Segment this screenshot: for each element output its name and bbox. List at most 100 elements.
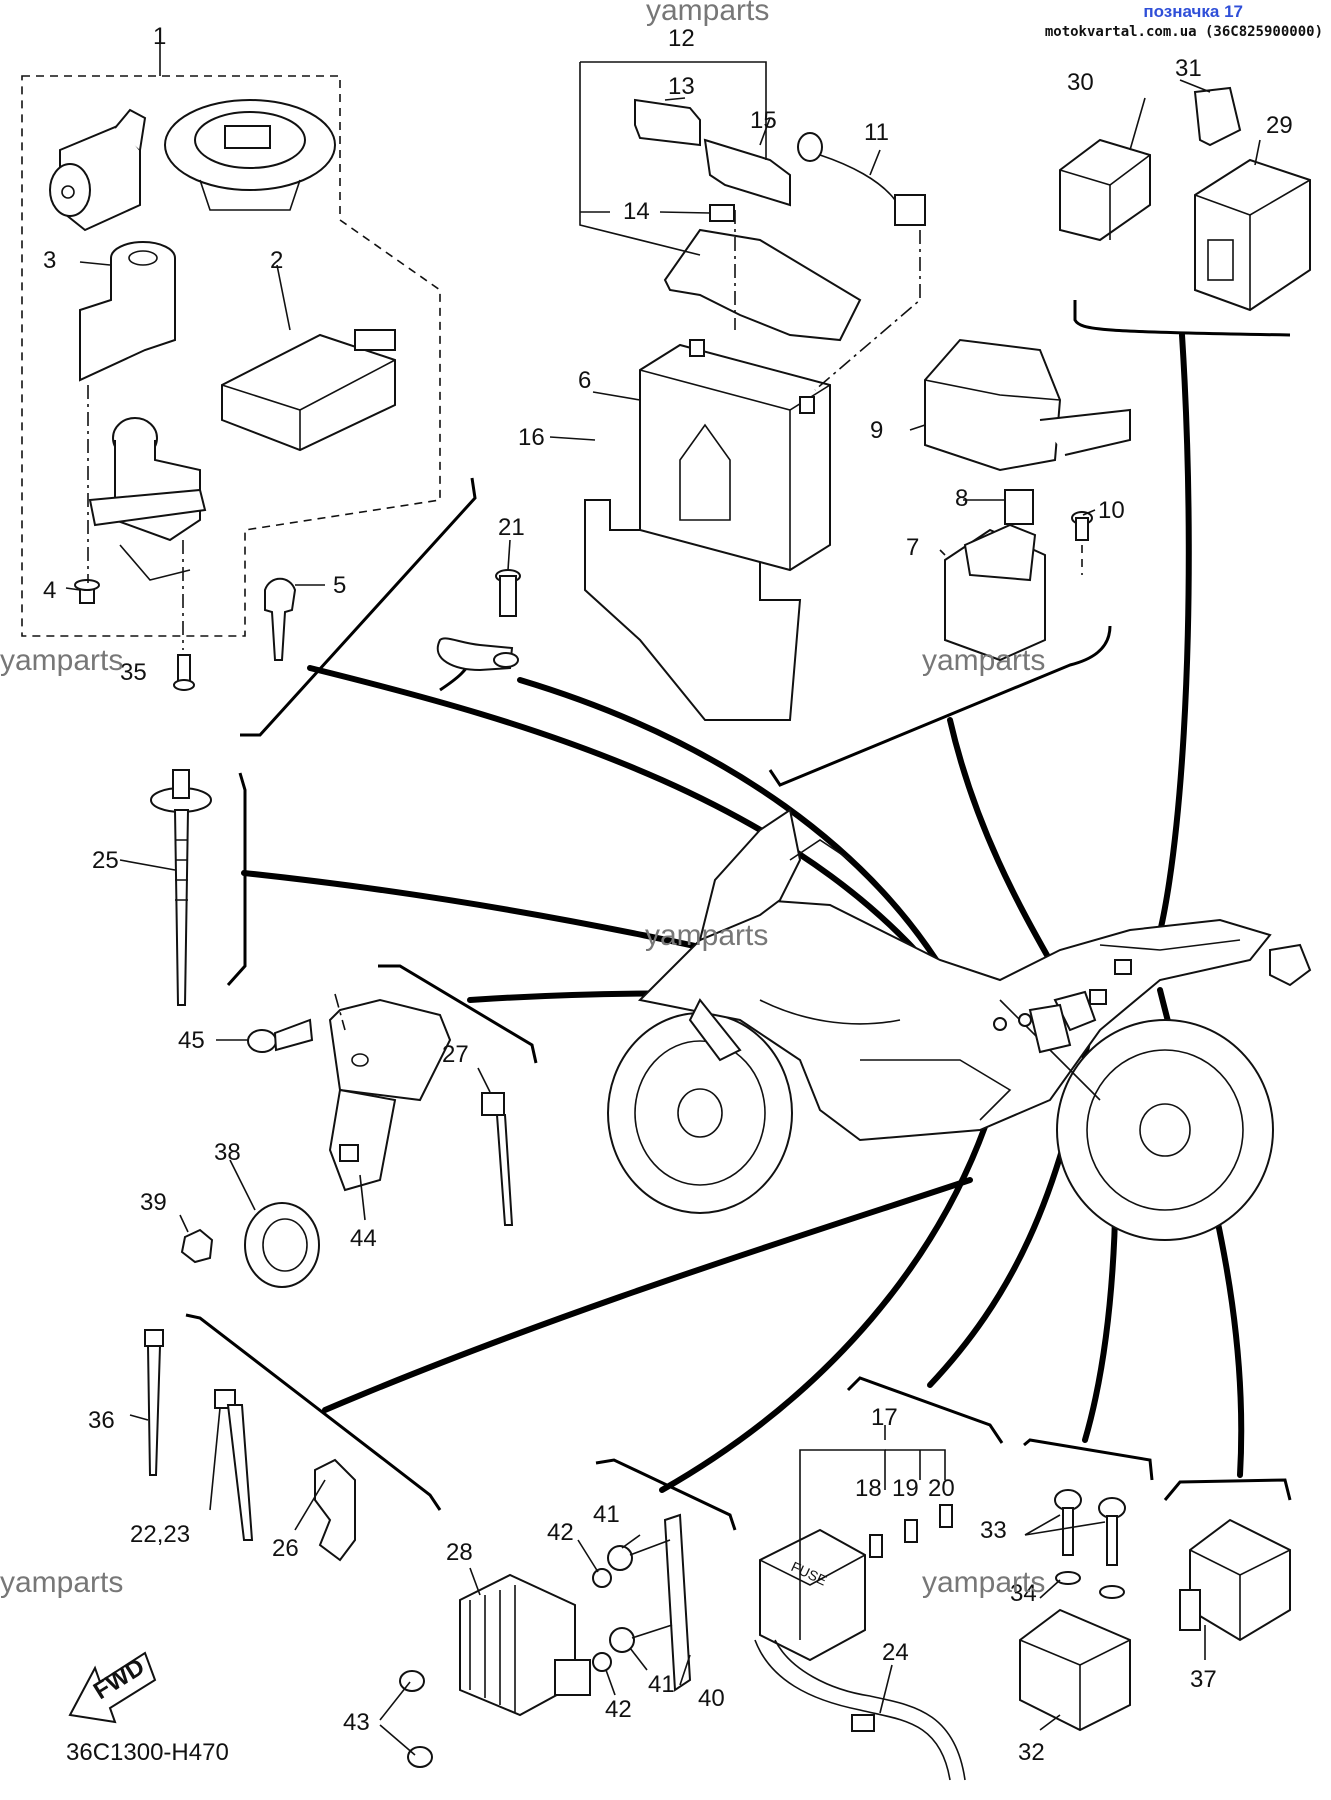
part-ecu	[221, 329, 396, 452]
part-connector-31	[1193, 86, 1242, 147]
part-relay-9	[924, 338, 1131, 472]
part-bolt-10	[1071, 511, 1093, 541]
part-bolt-41-lower	[609, 1624, 673, 1653]
part-unit-29	[1194, 158, 1311, 312]
callout-14: 14	[623, 198, 650, 225]
part-lead-wire-11	[797, 132, 926, 226]
part-nut-39	[180, 1228, 214, 1264]
part-bolt-21	[495, 569, 521, 617]
callout-13: 13	[668, 73, 695, 100]
callout-26: 26	[272, 1535, 299, 1562]
callout-4: 4	[43, 577, 56, 604]
callout-7: 7	[906, 534, 919, 561]
guide-line-battery-b	[814, 230, 921, 391]
watermark-right-lower: yamparts	[922, 1566, 1045, 1599]
watermark-left-upper: yamparts	[0, 644, 123, 677]
callout-28: 28	[446, 1539, 473, 1566]
frame-battery	[768, 625, 1112, 787]
part-wire-harness-24	[754, 1639, 966, 1781]
part-bolt-41-upper	[607, 1539, 671, 1571]
connector-line-29-31	[1145, 332, 1192, 973]
part-collar-42	[592, 1568, 612, 1672]
callout-2: 2	[270, 247, 283, 274]
part-module-32	[1019, 1608, 1131, 1732]
part-clamp-27	[481, 1092, 514, 1226]
callout-42-upper: 42	[547, 1519, 574, 1546]
part-main-switch	[88, 417, 207, 581]
part-band-21	[436, 637, 519, 672]
frame-25	[226, 772, 247, 987]
part-lock-cylinder	[79, 241, 176, 382]
part-nuts-43	[399, 1670, 433, 1768]
callout-16: 16	[518, 424, 545, 451]
callout-11: 11	[864, 119, 889, 146]
callout-41-upper: 41	[593, 1501, 620, 1528]
callout-22-23: 22,23	[130, 1521, 190, 1548]
callout-10: 10	[1098, 497, 1125, 524]
watermark-center: yamparts	[645, 919, 768, 952]
part-damper-14	[709, 204, 735, 222]
header-block: позначка 17 motokvartal.com.ua (36C82590…	[1045, 2, 1323, 40]
part-bracket-44	[328, 998, 452, 1192]
callout-37: 37	[1190, 1666, 1217, 1693]
part-horn-38	[244, 1144, 359, 1288]
fwd-arrow-icon: FWD	[68, 1651, 157, 1724]
callout-36: 36	[88, 1407, 115, 1434]
callout-43: 43	[343, 1709, 370, 1736]
part-fuse-box-17: FUSE	[759, 1528, 866, 1662]
callout-41-lower: 41	[648, 1671, 675, 1698]
part-fuel-cap	[164, 99, 336, 211]
callout-27: 27	[442, 1041, 469, 1068]
part-bolt-45	[247, 1018, 314, 1053]
callout-17: 17	[871, 1404, 898, 1431]
part-bolt-25	[150, 769, 212, 1006]
part-cable-tie-36	[144, 1329, 164, 1476]
callout-45: 45	[178, 1027, 205, 1054]
part-bolt-35	[173, 654, 195, 691]
part-unit-37	[1179, 1518, 1291, 1642]
part-bracket-40	[663, 1513, 692, 1692]
part-seat-lock	[49, 108, 147, 232]
leader-lines	[65, 40, 1261, 1756]
frame-29	[1073, 300, 1291, 337]
callout-6: 6	[578, 367, 591, 394]
frame-40-43	[595, 1458, 737, 1531]
part-rectifier-28	[459, 1573, 591, 1717]
watermark-right-upper: yamparts	[922, 644, 1045, 677]
callout-35: 35	[120, 659, 147, 686]
part-screws-33	[1054, 1489, 1126, 1566]
callout-3: 3	[43, 247, 56, 274]
watermarks: yamparts yamparts yamparts yamparts yamp…	[0, 644, 1045, 1599]
part-fuse-8	[1004, 489, 1034, 525]
callout-15: 15	[750, 107, 777, 134]
connector-line-22-28	[322, 1177, 973, 1413]
group-frames	[21, 75, 1292, 1531]
frame-27	[378, 964, 538, 1064]
part-key	[264, 577, 297, 661]
motorcycle	[607, 808, 1312, 1241]
callout-9: 9	[870, 417, 883, 444]
guide-line-45	[334, 993, 346, 1031]
callout-5: 5	[333, 572, 346, 599]
frame-group1-bracket	[240, 477, 477, 737]
frame-22-28	[185, 1313, 442, 1511]
callout-34: 34	[1010, 1580, 1037, 1607]
callout-24: 24	[882, 1639, 909, 1666]
callout-32: 32	[1018, 1739, 1045, 1766]
callout-31: 31	[1175, 55, 1202, 82]
watermark-left-lower: yamparts	[0, 1566, 123, 1599]
part-connector-30	[1059, 138, 1151, 242]
callout-44: 44	[350, 1225, 377, 1252]
connector-line-group1	[307, 665, 968, 1015]
callout-40: 40	[698, 1685, 725, 1712]
callout-33: 33	[980, 1517, 1007, 1544]
callout-12: 12	[668, 25, 695, 52]
callout-30: 30	[1067, 69, 1094, 96]
callout-8: 8	[955, 485, 968, 512]
frame-33	[1023, 1438, 1154, 1481]
callout-21: 21	[498, 514, 525, 541]
part-bolt-4	[74, 579, 100, 604]
part-holder-26	[314, 1458, 356, 1562]
frame-fuse	[846, 1376, 1004, 1444]
